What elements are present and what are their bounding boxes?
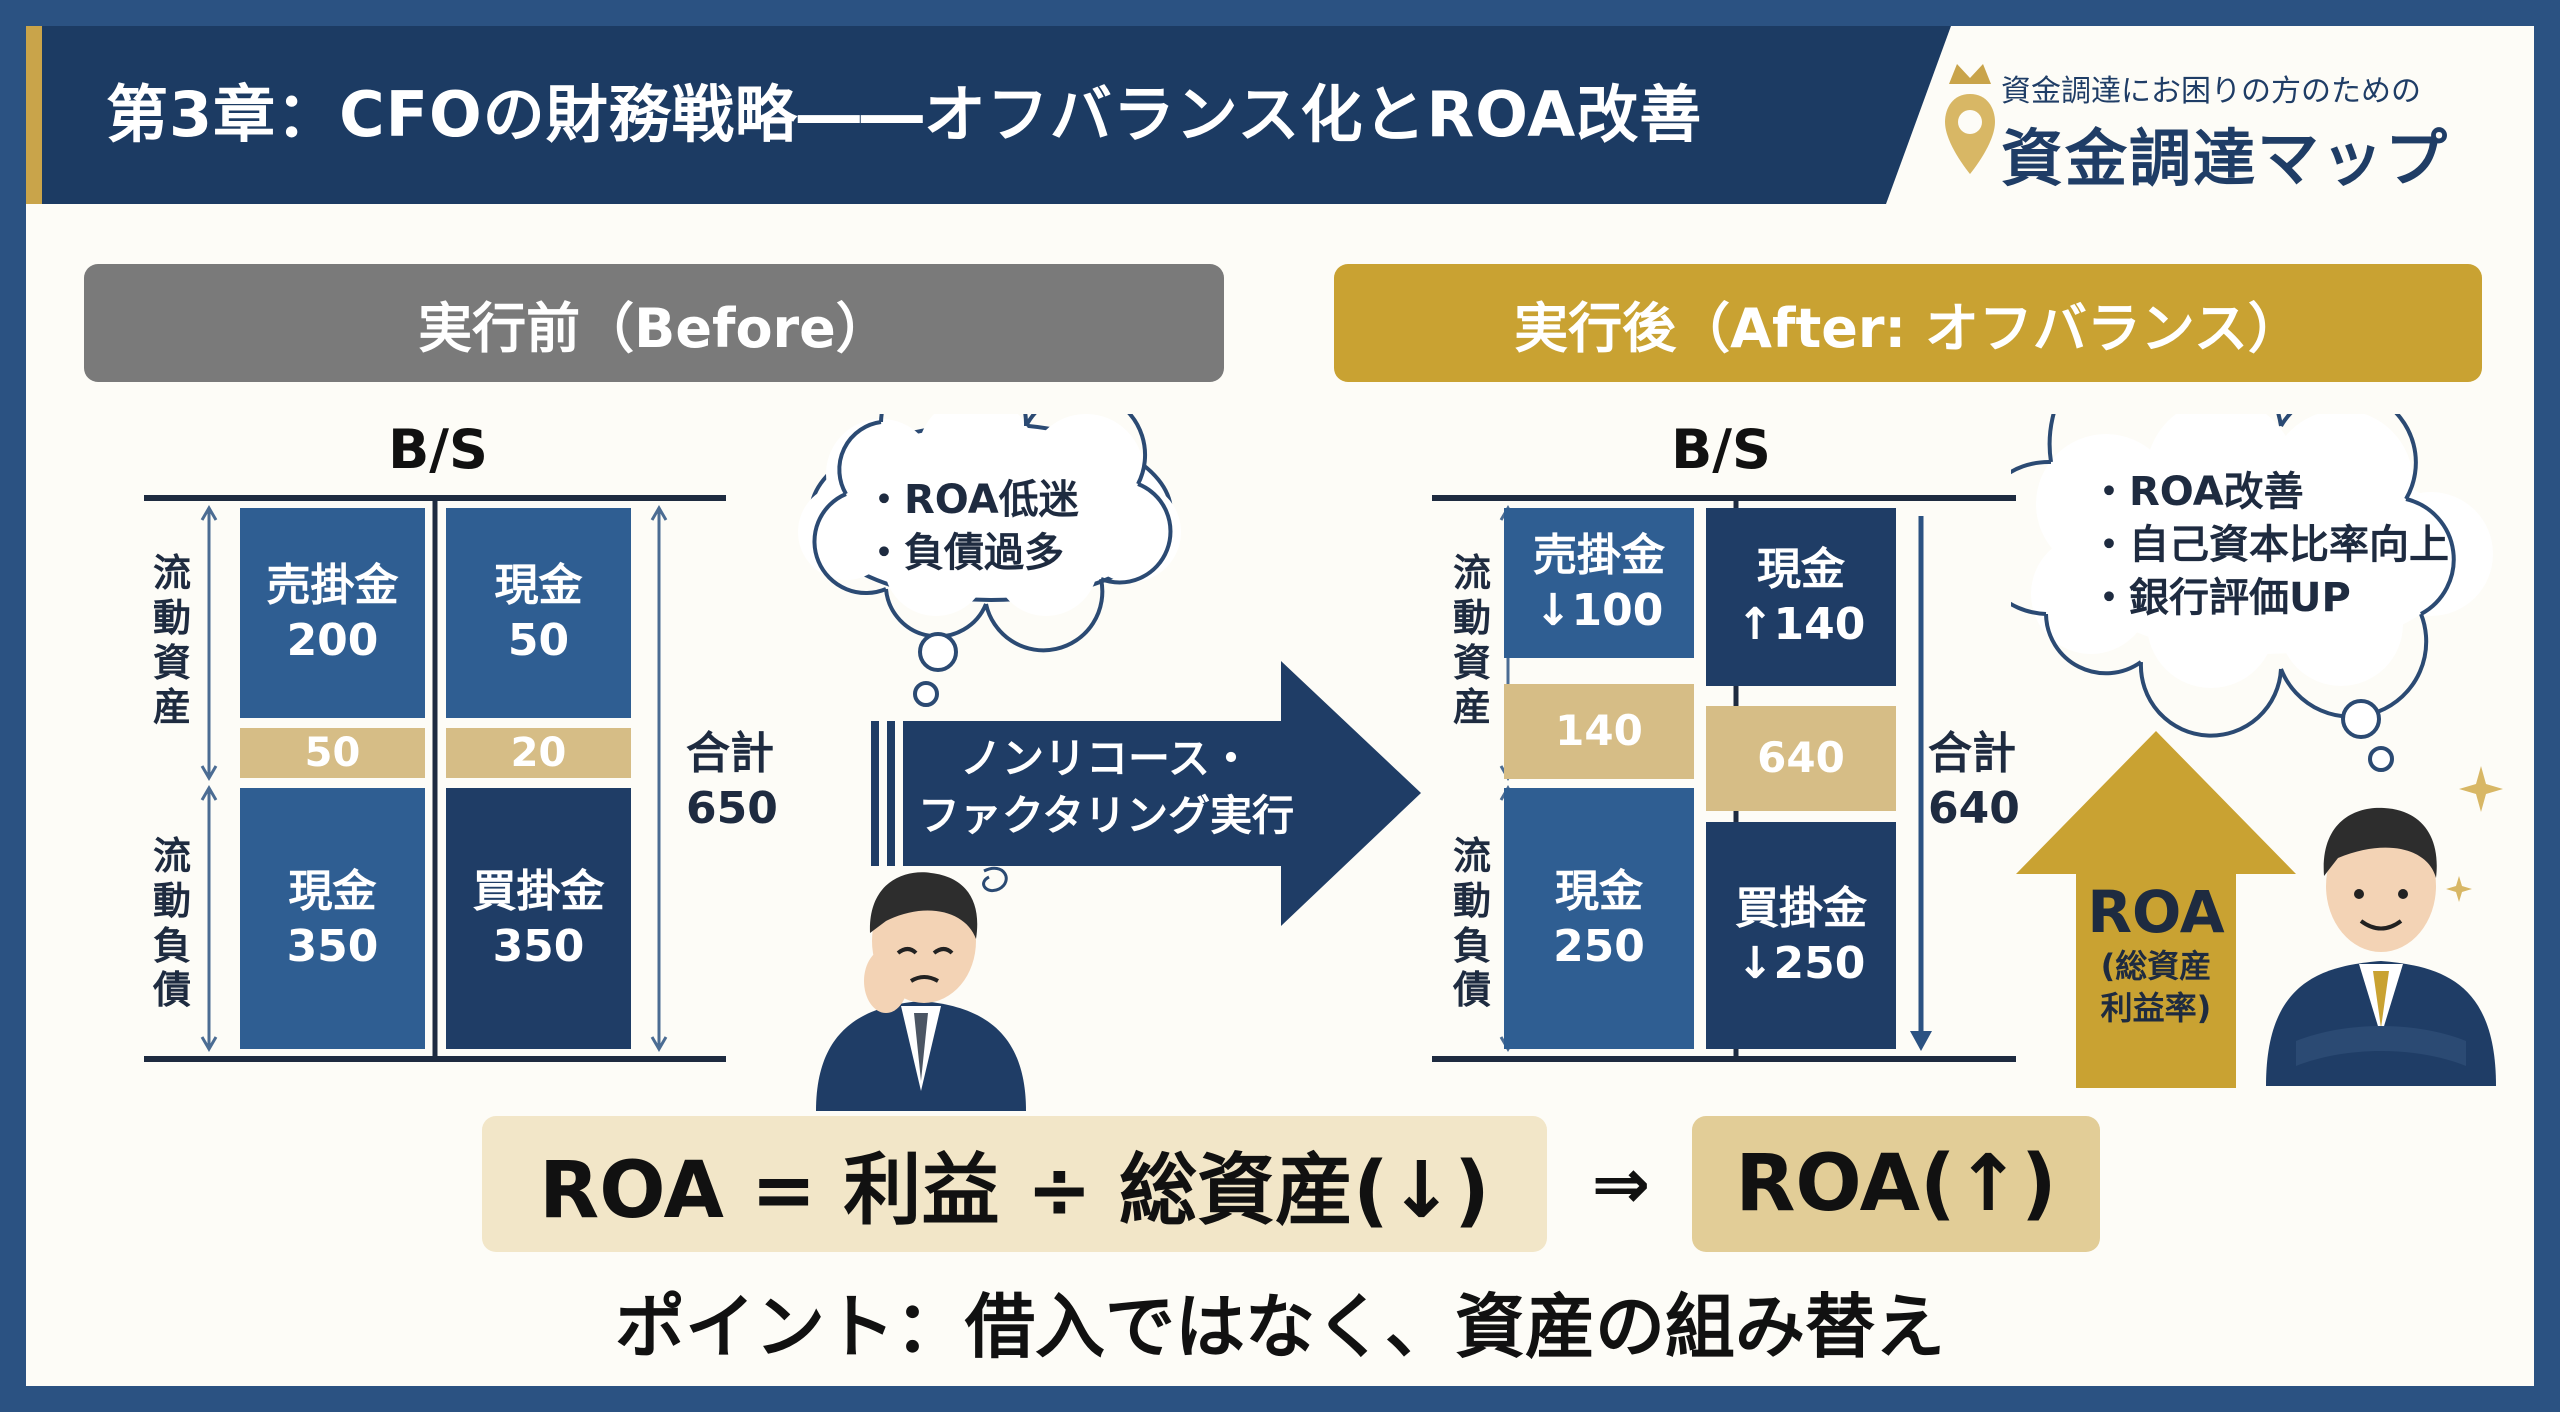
after-bs-title: B/S bbox=[1671, 418, 1771, 481]
before-label-liabilities: 流動負債 bbox=[152, 834, 191, 1013]
after-label-assets: 流動資産 bbox=[1452, 551, 1491, 730]
before-thought-item: ・負債過多 bbox=[864, 529, 1064, 576]
after-cash-name: 現金 bbox=[1555, 865, 1643, 917]
header-band bbox=[26, 26, 1951, 204]
before-cash-box: 現金 350 bbox=[240, 788, 425, 1049]
before-receivables-name: 売掛金 bbox=[266, 560, 399, 611]
arrow-line1: ノンリコース・ bbox=[960, 734, 1252, 783]
after-payables-name: 買掛金 bbox=[1735, 882, 1867, 934]
after-thought-text: ・ROA改善 ・自己資本比率向上 ・銀行評価UP bbox=[2089, 466, 2449, 624]
before-right-cash-value: 50 bbox=[507, 615, 570, 666]
roa-label: ROA bbox=[2087, 878, 2225, 946]
after-right-cash-name: 現金 bbox=[1757, 544, 1845, 595]
roa-formula-box: ROA = 利益 ÷ 総資産(↓) bbox=[482, 1116, 1547, 1252]
implies-arrow: ⇒ bbox=[1591, 1143, 1651, 1225]
after-thought-item: ・ROA改善 bbox=[2089, 469, 2304, 515]
slide: 第3章：CFOの財務戦略――オフバランス化とROA改善 資金調達にお困りの方のた… bbox=[26, 26, 2534, 1386]
after-cash-value: 250 bbox=[1553, 920, 1645, 972]
after-right-gap-box: 640 bbox=[1706, 706, 1896, 811]
before-payables-value: 350 bbox=[492, 920, 585, 972]
after-thought-item: ・自己資本比率向上 bbox=[2089, 521, 2449, 568]
after-total-label: 合計 bbox=[1928, 728, 2016, 779]
roa-arrow-label: ROA (総資産 利益率) bbox=[2076, 878, 2236, 1029]
after-thought-cloud bbox=[2011, 414, 2493, 772]
sparkle-icon bbox=[2446, 766, 2503, 902]
logo-tagline: 資金調達にお困りの方のための bbox=[2001, 74, 2421, 109]
before-receivables-box: 売掛金 200 bbox=[240, 508, 425, 718]
roa-up-arrow-icon bbox=[2016, 731, 2296, 1088]
before-bs-title: B/S bbox=[388, 418, 488, 481]
before-receivables-value: 200 bbox=[286, 615, 379, 666]
worried-businessman-icon bbox=[816, 866, 1026, 1111]
before-cash-value: 350 bbox=[286, 920, 379, 972]
before-thought-item: ・ROA低迷 bbox=[864, 477, 1079, 523]
before-right-gap-box: 20 bbox=[446, 728, 631, 778]
after-cash-box: 現金 250 bbox=[1504, 788, 1694, 1049]
after-total: 合計 640 bbox=[1928, 726, 2020, 836]
before-thought-text: ・ROA低迷 ・負債過多 bbox=[864, 474, 1079, 580]
after-right-cash-box: 現金 ↑140 bbox=[1706, 508, 1896, 686]
after-heading: 実行後（After: オフバランス） bbox=[1334, 264, 2482, 382]
after-left-gap-box: 140 bbox=[1504, 684, 1694, 779]
after-right-cash-value: ↑140 bbox=[1736, 599, 1866, 650]
after-payables-box: 買掛金 ↓250 bbox=[1706, 822, 1896, 1049]
confident-businessman-icon bbox=[2266, 807, 2496, 1086]
logo-name: 資金調達マップ bbox=[2001, 122, 2450, 195]
after-receivables-value: ↓100 bbox=[1534, 585, 1664, 636]
before-cash-name: 現金 bbox=[288, 865, 377, 917]
before-payables-box: 買掛金 350 bbox=[446, 788, 631, 1049]
before-right-cash-box: 現金 50 bbox=[446, 508, 631, 718]
before-total-label: 合計 bbox=[686, 728, 774, 779]
arrow-line2: ファクタリング実行 bbox=[917, 790, 1295, 840]
key-point: ポイント：借入ではなく、資産の組み替え bbox=[615, 1286, 1945, 1368]
before-label-assets: 流動資産 bbox=[152, 551, 191, 730]
process-arrow-icon bbox=[871, 661, 1421, 926]
before-total: 合計 650 bbox=[686, 726, 778, 836]
after-total-value: 640 bbox=[1928, 783, 2020, 834]
before-total-value: 650 bbox=[686, 783, 778, 834]
page-title: 第3章：CFOの財務戦略――オフバランス化とROA改善 bbox=[106, 78, 1703, 151]
roa-result-box: ROA(↑) bbox=[1692, 1116, 2100, 1252]
after-payables-value: ↓250 bbox=[1736, 937, 1866, 989]
after-thought-item: ・銀行評価UP bbox=[2089, 574, 2351, 621]
before-right-cash-name: 現金 bbox=[494, 560, 583, 611]
before-bs-frame bbox=[144, 495, 726, 1062]
before-thought-cloud bbox=[798, 414, 1181, 707]
before-heading: 実行前（Before） bbox=[84, 264, 1224, 382]
process-arrow-label: ノンリコース・ ファクタリング実行 bbox=[906, 731, 1306, 844]
after-receivables-name: 売掛金 bbox=[1533, 530, 1665, 581]
before-payables-name: 買掛金 bbox=[472, 865, 605, 917]
before-left-gap-box: 50 bbox=[240, 728, 425, 778]
after-receivables-box: 売掛金 ↓100 bbox=[1504, 508, 1694, 658]
after-label-liabilities: 流動負債 bbox=[1452, 834, 1491, 1013]
logo-pin-icon bbox=[1945, 64, 1995, 174]
roa-sub1: (総資産 bbox=[2100, 947, 2212, 985]
roa-sub2: 利益率) bbox=[2100, 988, 2212, 1027]
